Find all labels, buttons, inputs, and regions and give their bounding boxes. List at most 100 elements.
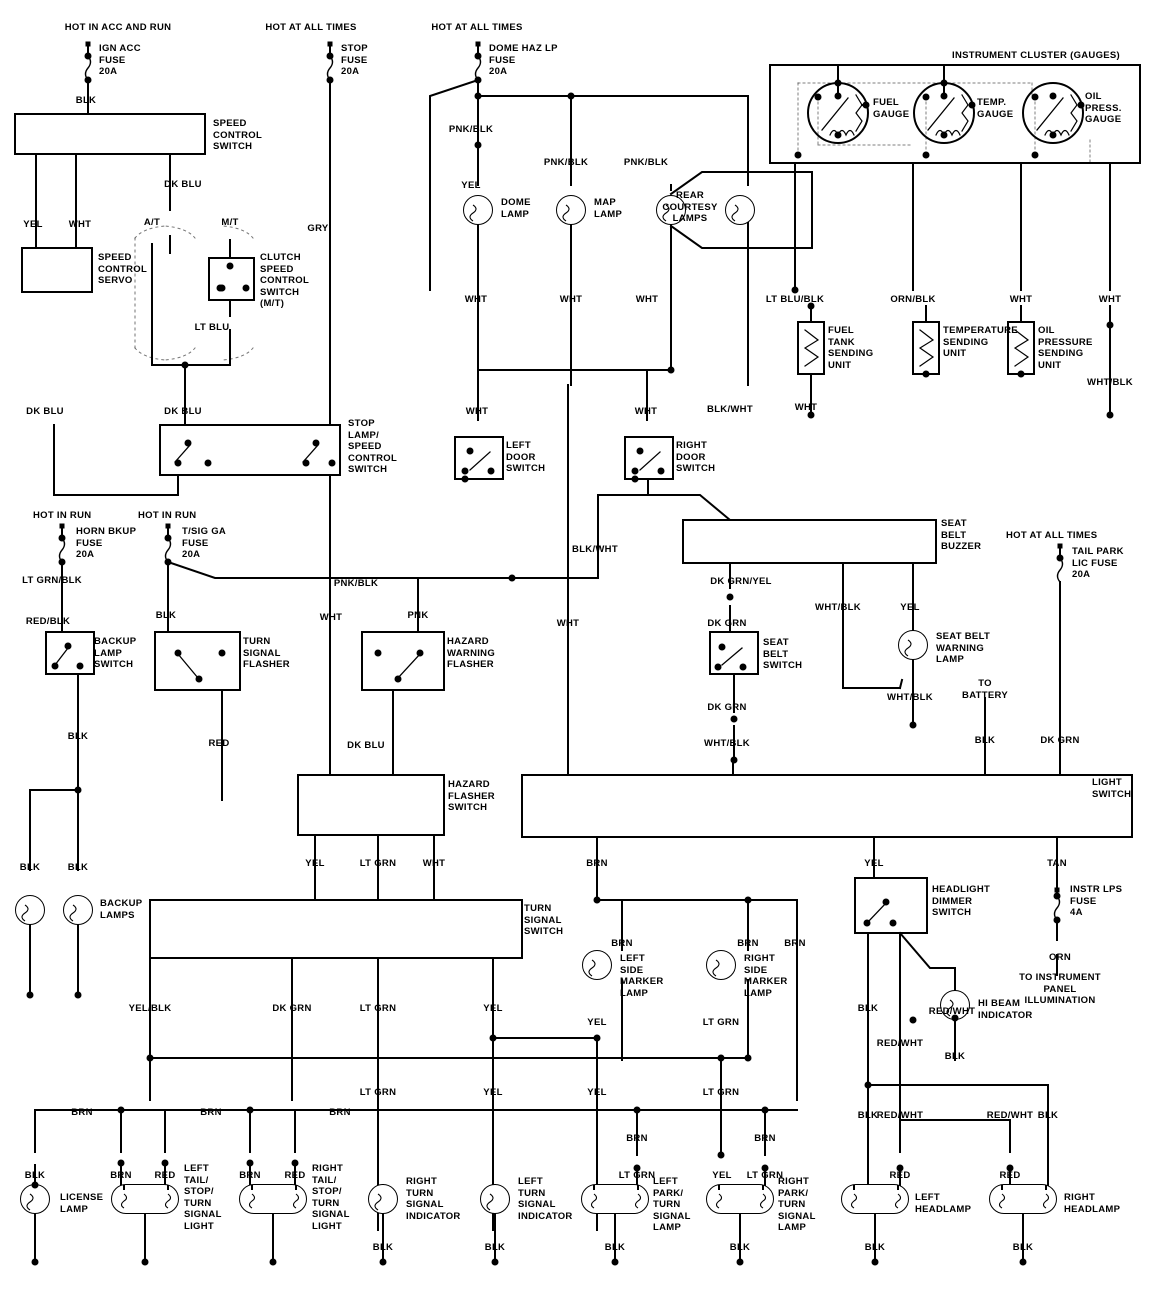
junction-dot (807, 411, 815, 419)
wire-label-w59: YEL/BLK (128, 1003, 172, 1014)
fuse-terminal (85, 41, 91, 47)
note-to-instrument-panel-illumination: TO INSTRUMENT PANEL ILLUMINATION (1019, 972, 1101, 1006)
label-map-lamp: MAP LAMP (594, 197, 623, 220)
junction-dot (31, 1181, 39, 1189)
label-hi-beam-indicator: HI BEAM INDICATOR (978, 998, 1033, 1021)
label-left-tail-stop-turn: LEFT TAIL/ STOP/ TURN SIGNAL LIGHT (184, 1163, 222, 1232)
wire-label-w2: YEL (23, 219, 43, 230)
wire-label-w31: WHT (556, 618, 580, 629)
rear-courtesy-lamp-left-bulb (656, 195, 686, 225)
wire-label-w20: PNK/BLK (448, 124, 494, 135)
wire-label-w47: YEL (305, 858, 325, 869)
junction-dot (58, 534, 66, 542)
wire-label-w69: YEL (587, 1087, 607, 1098)
wire-label-w22: PNK/BLK (543, 157, 589, 168)
junction-dot (636, 447, 644, 455)
junction-dot (631, 467, 639, 475)
junction-dot (871, 1258, 879, 1266)
wire-label-w50: BRN (586, 858, 608, 869)
wire-label-w43: YEL (900, 602, 920, 613)
label-light-switch: LIGHT SWITCH (1092, 777, 1132, 800)
junction-dot (161, 1159, 169, 1167)
junction-dot (218, 649, 226, 657)
wire-label-w95: BLK (1012, 1242, 1034, 1253)
wire-label-w33: ORN/BLK (890, 294, 936, 305)
junction-dot (1006, 1164, 1014, 1172)
wire-label-w85: LT GRN (618, 1170, 656, 1181)
junction-dot (474, 52, 482, 60)
label-left-side-marker-lamp: LEFT SIDE MARKER LAMP (620, 953, 664, 999)
junction-dot (761, 1106, 769, 1114)
wire-label-w89: RED (999, 1170, 1021, 1181)
junction-dot (968, 101, 976, 109)
wire-label-w18: PNK/BLK (333, 578, 379, 589)
label-fuel-tank-sending-unit: FUEL TANK SENDING UNIT (828, 325, 874, 371)
wire-label-w63: BLK (857, 1003, 879, 1014)
junction-dot (474, 92, 482, 100)
label-right-park-turn-signal-lamp: RIGHT PARK/ TURN SIGNAL LAMP (778, 1176, 816, 1233)
wire-label-w51: YEL (864, 858, 884, 869)
junction-dot (567, 92, 575, 100)
map-lamp-bulb (556, 195, 586, 225)
junction-dot (744, 1054, 752, 1062)
right-headlamp-body (989, 1184, 1057, 1214)
wire-label-w19: DK BLU (347, 740, 385, 751)
right-side-marker-lamp-bulb (706, 950, 736, 980)
junction-dot (1031, 93, 1039, 101)
wire-label-w12: BLK (67, 731, 89, 742)
junction-dot (1053, 916, 1061, 924)
junction-dot (246, 1159, 254, 1167)
junction-dot (1106, 411, 1114, 419)
wire-label-w40: DK GRN (707, 702, 747, 713)
junction-dot (834, 131, 842, 139)
label-left-park-turn-signal-lamp: LEFT PARK/ TURN SIGNAL LAMP (653, 1176, 691, 1233)
left-side-marker-lamp-bulb (582, 950, 612, 980)
junction-dot (76, 662, 84, 670)
wire-label-w66: RED/WHT (876, 1038, 924, 1049)
junction-dot (922, 370, 930, 378)
wire-label-w57: YEL (587, 1017, 607, 1028)
wire-label-w58: LT GRN (702, 1017, 740, 1028)
junction-dot (1106, 321, 1114, 329)
junction-dot (326, 76, 334, 84)
wire-label-w13: RED (208, 738, 230, 749)
wire-label-w70: LT GRN (702, 1087, 740, 1098)
junction-dot (1077, 101, 1085, 109)
wire-label-w87: LT GRN (746, 1170, 784, 1181)
junction-dot (326, 52, 334, 60)
junction-dot (863, 919, 871, 927)
junction-dot (84, 76, 92, 84)
junction-dot (394, 675, 402, 683)
junction-dot (922, 151, 930, 159)
wire-label-w48: LT GRN (359, 858, 397, 869)
wire-label-w7: DK BLU (26, 406, 64, 417)
right-park-turn-signal-lamp-body (706, 1184, 774, 1214)
label-hazard-flasher-switch: HAZARD FLASHER SWITCH (448, 779, 495, 813)
label-backup-lamp-switch: BACKUP LAMP SWITCH (94, 636, 137, 670)
wire-label-w44: WHT/BLK (887, 692, 933, 703)
label-stop-lamp-speed-control-switch: STOP LAMP/ SPEED CONTROL SWITCH (348, 418, 398, 475)
label-right-turn-signal-indicator: RIGHT TURN SIGNAL INDICATOR (406, 1176, 461, 1222)
junction-dot (761, 1164, 769, 1172)
wire-label-w28: WHT (634, 406, 658, 417)
wire-label-w34: WHT (1009, 294, 1033, 305)
junction-dot (195, 675, 203, 683)
junction-dot (1017, 370, 1025, 378)
junction-dot (940, 131, 948, 139)
fuse-terminal (475, 41, 481, 47)
junction-dot (909, 1016, 917, 1024)
label-seat-belt-warning-lamp: SEAT BELT WARNING LAMP (936, 631, 991, 665)
junction-dot (84, 52, 92, 60)
wire-label-w1: BLK (75, 95, 97, 106)
label-rear-courtesy-lamps: REAR COURTESY LAMPS (662, 190, 718, 224)
wire-label-w62: YEL (483, 1003, 503, 1014)
wire-label-w37: WHT/BLK (1087, 377, 1133, 388)
wire-label-w88: RED (889, 1170, 911, 1181)
wire-label-w39: DK GRN (707, 618, 747, 629)
wire-label-w60: DK GRN (272, 1003, 312, 1014)
label-turn-signal-flasher: TURN SIGNAL FLASHER (243, 636, 290, 670)
wire-label-w78: RED/WHT (986, 1110, 1034, 1121)
junction-dot (896, 1164, 904, 1172)
wire-label-w91: BLK (484, 1242, 506, 1253)
